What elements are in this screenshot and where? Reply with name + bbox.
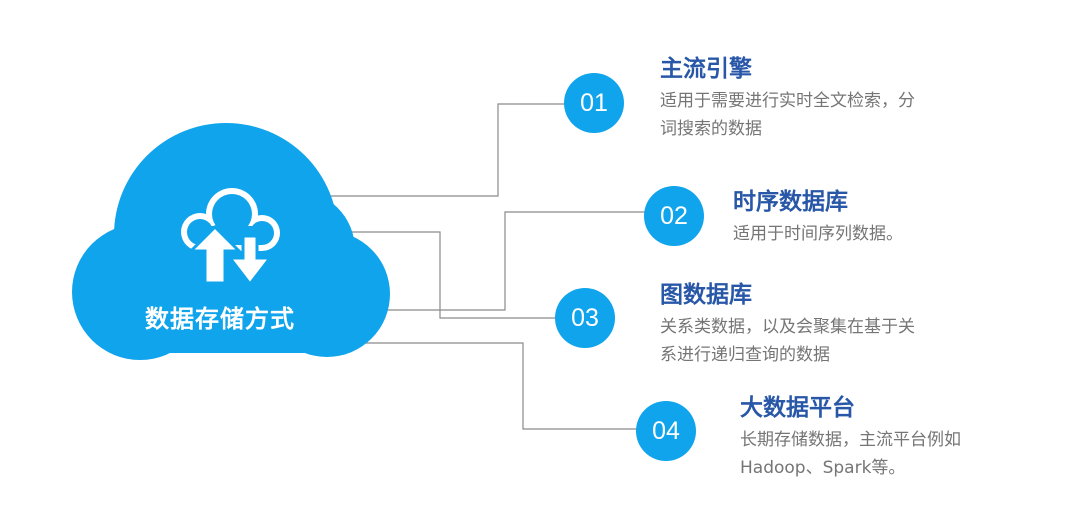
item-04: 大数据平台 长期存储数据，主流平台例如 Hadoop、Spark等。: [740, 393, 1040, 482]
item-desc-line: Hadoop、Spark等。: [740, 458, 906, 478]
connector-03: [325, 231, 557, 319]
item-desc: 关系类数据，以及会聚集在基于关 系进行递归查询的数据: [660, 313, 980, 369]
badge-04: 04: [636, 401, 696, 461]
item-title: 图数据库: [660, 282, 752, 308]
item-title: 主流引擎: [660, 56, 752, 82]
item-desc-line: 系进行递归查询的数据: [660, 345, 830, 365]
cloud-upload-download-icon: [181, 188, 280, 287]
item-desc: 适用于需要进行实时全文检索，分 词搜索的数据: [660, 87, 980, 143]
connector-01: [330, 103, 566, 197]
item-desc-line: 词搜索的数据: [660, 119, 762, 139]
item-desc-line: 关系类数据，以及会聚集在基于关: [660, 317, 915, 337]
item-03: 图数据库 关系类数据，以及会聚集在基于关 系进行递归查询的数据: [660, 280, 980, 369]
item-02: 时序数据库 适用于时间序列数据。: [733, 187, 1053, 248]
badge-01: 01: [564, 73, 624, 133]
badge-02: 02: [644, 186, 704, 246]
connector-04: [360, 342, 638, 430]
item-desc-line: 适用于需要进行实时全文检索，分: [660, 91, 915, 111]
item-01: 主流引擎 适用于需要进行实时全文检索，分 词搜索的数据: [660, 54, 980, 143]
connector-02: [385, 211, 645, 311]
badge-03: 03: [555, 288, 615, 348]
item-desc: 适用于时间序列数据。: [733, 220, 1053, 248]
connectors: [325, 103, 645, 430]
item-title: 大数据平台: [740, 395, 855, 421]
item-desc-line: 长期存储数据，主流平台例如: [740, 430, 961, 450]
item-title: 时序数据库: [733, 189, 848, 215]
cloud-title: 数据存储方式: [145, 305, 295, 333]
item-desc: 长期存储数据，主流平台例如 Hadoop、Spark等。: [740, 426, 1040, 482]
item-desc-line: 适用于时间序列数据。: [733, 224, 903, 244]
